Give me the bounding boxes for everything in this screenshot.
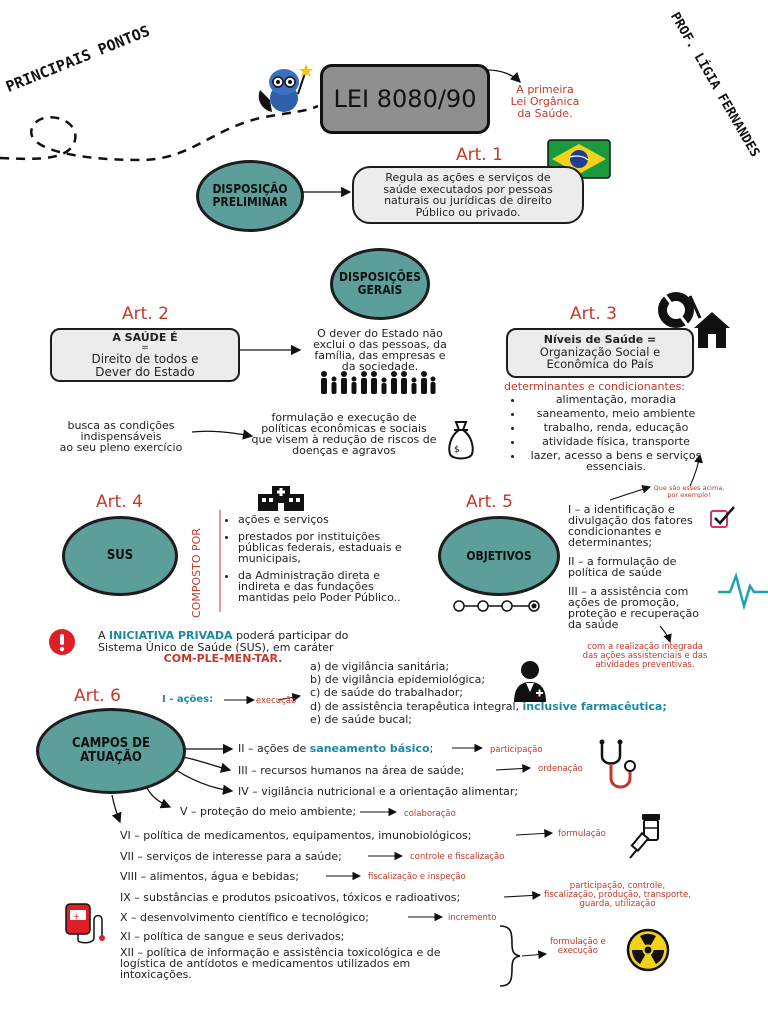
art1-label: Art. 1 — [456, 145, 503, 165]
money-bag-icon: $ — [446, 418, 476, 462]
hospital-icon — [256, 484, 306, 512]
note-vi: formulação — [558, 829, 606, 839]
list-item: trabalho, renda, educação — [524, 422, 708, 434]
row-v: V – proteção do meio ambiente; — [180, 805, 357, 818]
composto-por-label: COMPOSTO POR — [190, 528, 203, 618]
note-x: incremento — [448, 913, 497, 923]
art2-busca: busca as condições indispensáveis ao seu… — [59, 419, 183, 454]
list-item: III – a assistência com ações de promoçã… — [568, 585, 699, 631]
art4-list: ações e serviços prestados por instituiç… — [222, 514, 422, 605]
list-item: I – a identificação e divulgação dos fat… — [568, 503, 693, 549]
art6-acoes-note: execução — [256, 696, 297, 706]
list-item: saneamento, meio ambiente — [524, 407, 708, 420]
vaccine-icon — [622, 812, 666, 860]
art5-note: com a realização integrada das ações ass… — [582, 642, 708, 670]
row-x: X – desenvolvimento científico e tecnoló… — [120, 911, 369, 924]
stethoscope-icon — [594, 738, 640, 794]
art3-det-title: determinantes e condicionantes: — [504, 380, 686, 393]
row-xii: XII – política de informação e assistênc… — [120, 946, 441, 981]
svg-text:$: $ — [454, 445, 460, 455]
row-ii: II – ações de saneamento básico; — [238, 742, 434, 755]
mascot-icon — [254, 60, 314, 116]
art1-text-box: Regula as ações e serviços de saúde exec… — [352, 166, 584, 224]
title-note: A primeira Lei Orgânica da Saúde. — [510, 83, 580, 121]
art3-box: Níveis de Saúde = Organização Social e E… — [506, 328, 694, 378]
note-viii: fiscalização e inspeção — [368, 872, 466, 882]
list-item: d) de assistência terapêutica integral, … — [310, 699, 667, 713]
note-ix: participação, controle, fiscalização, pr… — [544, 881, 691, 909]
page-title: LEI 8080/90 — [333, 85, 477, 113]
art2-box: A SAÚDE É = Direito de todos e Dever do … — [50, 328, 240, 382]
list-item: lazer, acesso a bens e serviços essencia… — [524, 450, 708, 472]
svg-text:+: + — [73, 912, 80, 921]
food-home-icon — [650, 288, 730, 354]
art5-label: Art. 5 — [466, 492, 513, 512]
note-iii: ordenação — [538, 764, 583, 774]
blood-bag-icon: + — [62, 900, 108, 946]
privada-text: A INICIATIVA PRIVADA poderá participar d… — [98, 629, 349, 666]
list-item: da Administração direta e indireta e das… — [238, 570, 422, 603]
art6-acoes-label: I - ações: — [162, 694, 214, 705]
brace — [499, 925, 521, 987]
art3-note: Que são esses acima, por exemplo! — [653, 484, 725, 500]
row-vi: VI – política de medicamentos, equipamen… — [120, 829, 472, 842]
radioactive-icon — [626, 928, 670, 972]
row-viii: VIII – alimentos, água e bebidas; — [120, 870, 299, 883]
row-vii: VII – serviços de interesse para a saúde… — [120, 850, 342, 863]
art4-label: Art. 4 — [96, 492, 143, 512]
art5-list: I – a identificação e divulgação dos fat… — [568, 504, 704, 630]
art2-label: Art. 2 — [122, 304, 169, 324]
art2-dever: O dever do Estado não exclui o das pesso… — [313, 327, 447, 373]
title-box: LEI 8080/90 — [320, 64, 490, 134]
list-item: c) de saúde do trabalhador; — [310, 686, 463, 700]
circle-sus: SUS — [62, 516, 178, 596]
side-title-left: PRINCIPAIS PONTOS — [3, 21, 153, 96]
row-xi: XI – política de sangue e seus derivados… — [120, 930, 345, 943]
list-item: alimentação, moradia — [524, 393, 708, 406]
row-iii: III – recursos humanos na área de saúde; — [238, 764, 465, 777]
note-vii: controle e fiscalização — [410, 852, 505, 862]
checklist-icon — [708, 504, 738, 530]
doctor-icon — [510, 660, 550, 702]
row-iv: IV – vigilância nutricional e a orientaç… — [238, 785, 519, 798]
list-item: b) de vigilância epidemiológica; — [310, 673, 486, 687]
list-item: a) de vigilância sanitária; — [310, 660, 450, 673]
heartbeat-icon — [718, 571, 768, 611]
progress-dots-icon — [452, 598, 546, 612]
list-item: prestados por instituições públicas fede… — [238, 531, 422, 564]
side-title-right: PROF. LÍGIA FERNANDES — [667, 10, 763, 160]
family-icon — [318, 370, 438, 396]
list-item: e) de saúde bucal; — [310, 712, 412, 726]
note-ii: participação — [490, 745, 543, 755]
list-item: atividade física, transporte — [524, 436, 708, 448]
art2-formulacao: formulação e execução de políticas econô… — [251, 411, 437, 457]
art3-label: Art. 3 — [570, 304, 617, 324]
alert-icon — [48, 628, 76, 656]
list-item: ações e serviços — [238, 514, 422, 525]
note-v: colaboração — [404, 809, 456, 819]
brace-note: formulação e execução — [550, 937, 606, 956]
art6-label: Art. 6 — [74, 686, 121, 706]
art6-acoes-list: a) de vigilância sanitária; b) de vigilâ… — [310, 660, 690, 726]
list-item: II – a formulação de política de saúde — [568, 555, 677, 579]
art3-list: alimentação, moradia saneamento, meio am… — [508, 393, 708, 474]
circle-objetivos: OBJETIVOS — [438, 516, 560, 596]
row-ix: IX – substâncias e produtos psicoativos,… — [120, 891, 461, 904]
